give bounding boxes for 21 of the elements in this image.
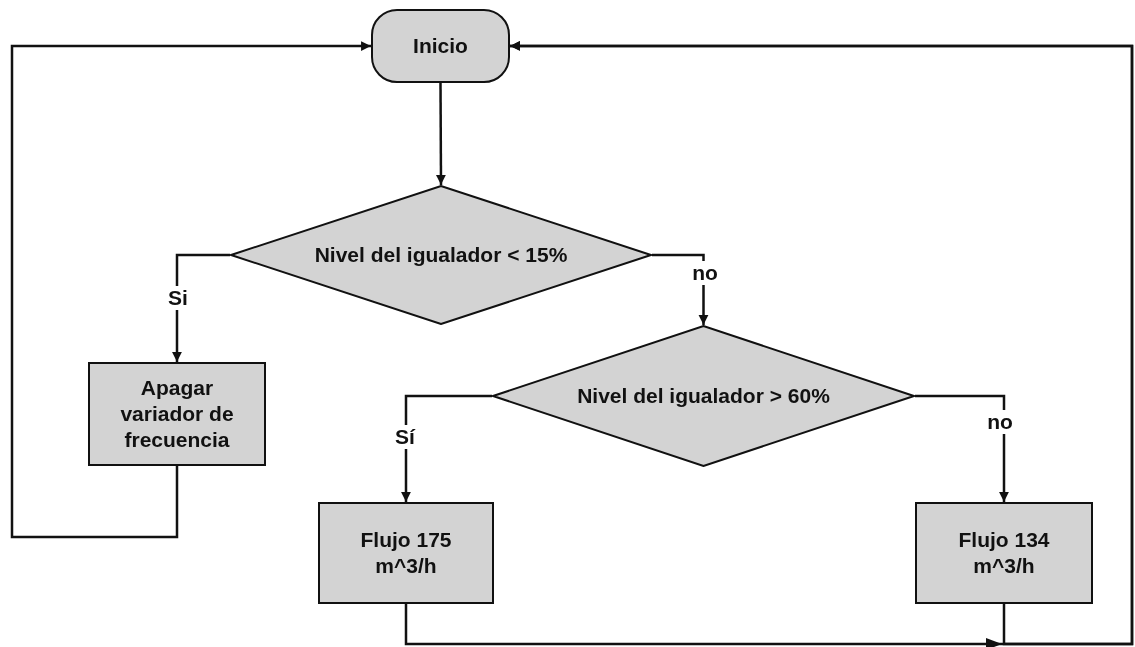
arrow	[172, 253, 230, 362]
arrow	[10, 41, 371, 539]
decision-diamond	[230, 185, 652, 325]
decision-diamond	[492, 325, 915, 467]
arrow	[915, 394, 1009, 502]
node-text: Flujo 175 m^3/h	[359, 526, 453, 579]
node-text: Nivel del igualador < 15%	[314, 241, 568, 268]
arrow	[401, 394, 492, 502]
edge-label: Sí	[393, 425, 417, 449]
node-text: Nivel del igualador > 60%	[577, 382, 830, 409]
node-text: Apagar variador de frecuencia	[119, 374, 235, 454]
node-text: Flujo 134 m^3/h	[957, 526, 1051, 579]
process-box	[915, 502, 1093, 604]
edge-label: no	[985, 410, 1015, 434]
edge-label: Si	[166, 286, 190, 310]
terminal-box	[371, 9, 510, 83]
process-box	[88, 362, 266, 466]
arrow	[436, 83, 446, 185]
node-text: Inicio	[413, 32, 468, 59]
process-box	[318, 502, 494, 604]
edge-label: no	[690, 261, 720, 285]
